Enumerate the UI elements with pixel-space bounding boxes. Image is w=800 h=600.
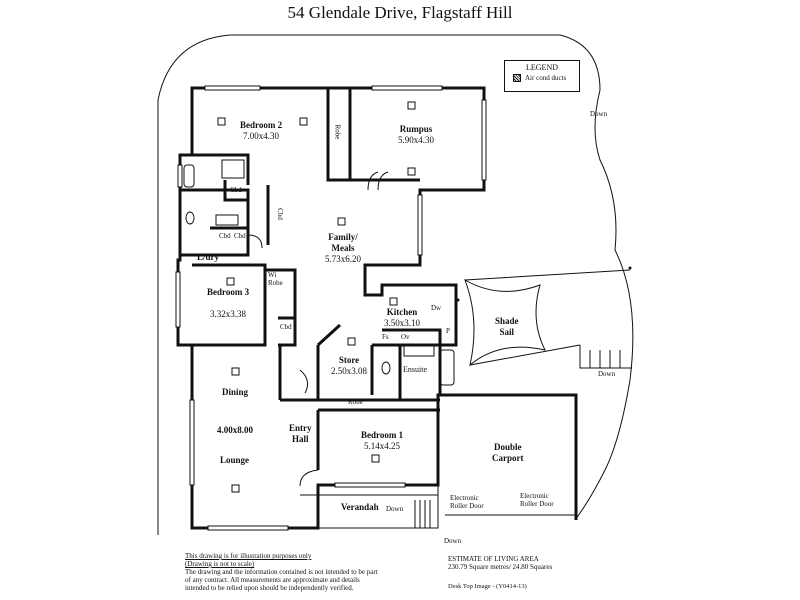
page-title: 54 Glendale Drive, Flagstaff Hill [287, 3, 513, 22]
down-label: Down [386, 505, 404, 513]
dw-label: Dw [431, 304, 442, 312]
internal-walls-bedroom3 [192, 263, 297, 347]
door-arc [367, 171, 389, 191]
garden-steps [579, 345, 632, 369]
duct-marker [347, 337, 356, 346]
duct-icon [513, 74, 521, 82]
fs-label: Fs [382, 333, 389, 341]
window [175, 271, 181, 328]
duct-marker [217, 117, 226, 126]
duct-marker [337, 217, 346, 226]
verandah-outline [300, 494, 439, 529]
cbd-label: Cbd [275, 208, 284, 220]
internal-walls-north [192, 88, 420, 185]
window [417, 194, 423, 256]
shower [221, 159, 245, 179]
bathtub [183, 164, 195, 188]
room-label-carport: Double Carport [492, 442, 524, 463]
point-marker [628, 266, 632, 270]
verandah-steps [414, 500, 431, 528]
shade-sail-lines [464, 269, 631, 366]
room-label-dining: Dining [222, 387, 249, 397]
window [371, 85, 443, 91]
cbd-label: Cbd [234, 232, 246, 240]
legend-item: Air cond ducts [525, 74, 567, 82]
disclaimer-line1: This drawing is for illustration purpose… [185, 552, 312, 560]
door-arc [299, 469, 319, 487]
living-area-estimate: ESTIMATE OF LIVING AREA 230.79 Square me… [448, 555, 552, 571]
room-label-laundry: L/dry [197, 252, 220, 262]
internal-walls-wet [180, 180, 270, 257]
window [334, 482, 406, 488]
toilet [185, 211, 195, 225]
cbd-label: Cbd [230, 186, 242, 194]
room-label-verandah: Verandah [341, 502, 379, 512]
duct-marker [231, 367, 240, 376]
internal-walls-south [278, 345, 440, 470]
disclaimer-body: The drawing and the information containe… [185, 568, 378, 592]
duct-marker [231, 484, 240, 493]
door-arc [299, 369, 309, 394]
duct-marker [299, 117, 308, 126]
roller-door-label: Electronic Roller Door [450, 494, 484, 510]
duct-marker [407, 101, 416, 110]
down-label: Down [598, 370, 616, 378]
ensuite-bath [439, 349, 455, 386]
ensuite-vanity [403, 345, 435, 357]
legend-heading: LEGEND [526, 63, 558, 72]
room-label-ensuite: Ensuite [403, 365, 427, 374]
window [481, 99, 487, 181]
duct-marker [226, 277, 235, 286]
ov-label: Ov [401, 333, 410, 341]
disclaimer-line2: (Drawing is not to scale) [185, 560, 255, 568]
legend: LEGEND Air cond ducts [504, 60, 580, 92]
robe-label-bedroom1: Robe [348, 398, 363, 406]
room-label-entry: Entry Hall [289, 423, 312, 444]
point-marker [574, 516, 578, 520]
internal-walls-kitchen [378, 328, 456, 347]
down-label: Down [444, 537, 462, 545]
door-arc [247, 234, 263, 249]
estimate-value: 230.79 Square metres/ 24.80 Squares [448, 563, 553, 571]
ensuite-toilet [381, 361, 391, 375]
room-label-lounge-size: 4.00x8.00 [217, 425, 253, 435]
vanity [215, 214, 239, 226]
garden-boundary [157, 34, 634, 535]
window [207, 525, 289, 531]
duct-marker [389, 297, 398, 306]
window [177, 164, 183, 188]
wi-robe-label: Wi Robe [268, 271, 283, 287]
duct-marker [371, 454, 380, 463]
cbd-label: Cbd [280, 323, 292, 331]
carport-wall [440, 393, 578, 520]
room-label-lounge: Lounge [220, 455, 250, 465]
down-label: Down [590, 110, 608, 118]
duct-marker [407, 167, 416, 176]
window [189, 399, 195, 486]
cbd-label: Cbd [219, 232, 231, 240]
disclaimer: This drawing is for illustration purpose… [185, 552, 385, 592]
estimate-heading: ESTIMATE OF LIVING AREA [448, 555, 539, 563]
window [204, 85, 261, 91]
room-label-shade: Shade Sail [495, 316, 519, 337]
robe-label-bedroom2: Robe [333, 124, 342, 140]
shade-sail-outline [464, 278, 546, 367]
p-label: P [446, 327, 450, 335]
roller-door-label: Electronic Roller Door [520, 492, 554, 508]
footer-ref: Desk Top Image - (Y0414-13) [448, 583, 527, 590]
point-marker [456, 298, 460, 302]
